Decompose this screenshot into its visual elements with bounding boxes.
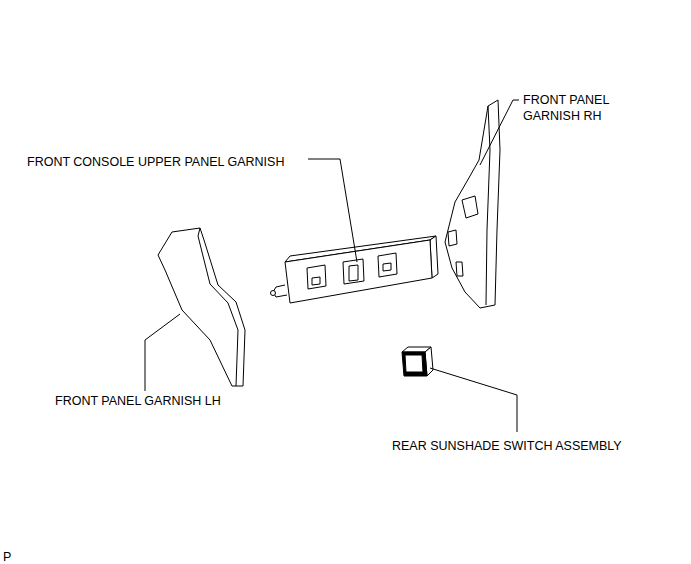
label-slot: FRONT CONSOLE UPPER PANEL GARNISH: [27, 152, 284, 170]
switch-opening-inner: [383, 263, 391, 271]
garnish-edge: [198, 228, 238, 386]
leader-line: [480, 100, 519, 165]
label-slot: FRONT PANEL GARNISH LH: [55, 391, 221, 409]
part-name: FRONT CONSOLE UPPER PANEL GARNISH: [27, 154, 284, 170]
garnish-outline: [445, 100, 500, 308]
part-name: REAR SUNSHADE SWITCH ASSEMBLY: [392, 438, 622, 454]
leader-line: [308, 159, 357, 262]
leader-line: [430, 368, 517, 432]
rear-sunshade-switch: [402, 347, 433, 376]
garnish-clip: [271, 291, 276, 296]
switch-opening: [307, 265, 326, 289]
garnish-clip: [456, 262, 463, 276]
panel-garnish-rh: [445, 100, 500, 308]
panel-garnish-lh: [158, 228, 245, 386]
part-name: FRONT PANEL GARNISH LH: [55, 393, 221, 409]
garnish-clip: [462, 196, 478, 218]
switch-opening: [378, 253, 397, 277]
switch-opening-inner: [349, 265, 358, 281]
switch-opening: [343, 259, 364, 284]
switch-opening-inner: [312, 277, 320, 285]
garnish-face: [285, 240, 432, 303]
leader-line: [145, 314, 180, 391]
switch-button: [405, 355, 423, 372]
label-slot: REAR SUNSHADE SWITCH ASSEMBLY: [392, 436, 622, 454]
label-slot: P: [3, 547, 11, 564]
part-name: FRONT PANEL GARNISH RH: [523, 92, 633, 124]
garnish-outline: [158, 228, 245, 386]
leader-lines: [145, 100, 519, 432]
garnish-clip: [448, 230, 457, 246]
figure-code: P: [3, 549, 11, 564]
label-slot: FRONT PANEL GARNISH RH: [523, 92, 633, 124]
garnish-edge: [486, 106, 490, 305]
switch-face: [402, 352, 427, 376]
